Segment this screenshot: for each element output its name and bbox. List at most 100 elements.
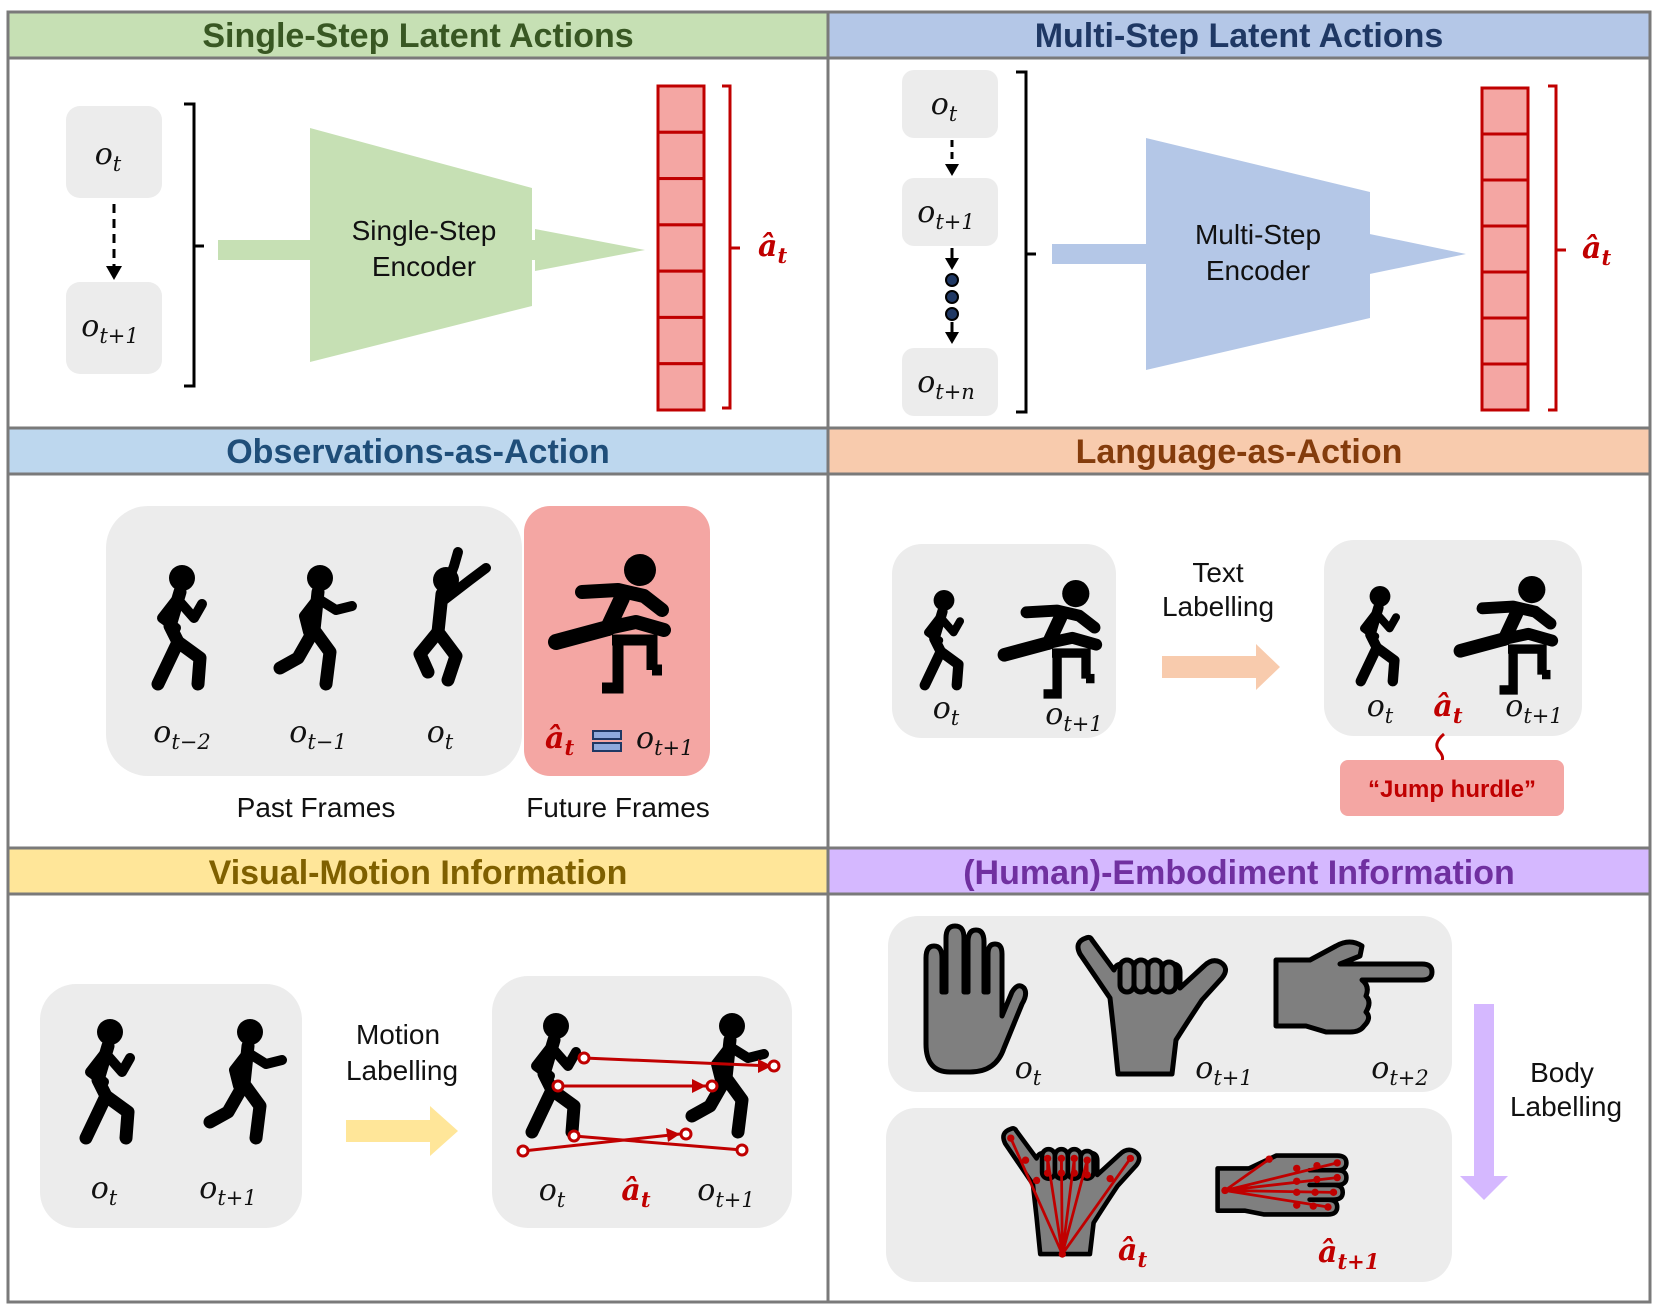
output-at: ât [1582, 231, 1611, 270]
link-squiggle [1435, 732, 1445, 766]
input-box-ot [902, 70, 998, 138]
input-box-otn [902, 348, 998, 416]
var-ot: ot [539, 1173, 566, 1212]
panel-multi-step: ot ot+1 ot+n Multi-Step Encoder ât [902, 70, 1611, 416]
arrow-label-line1: Text [1192, 557, 1244, 588]
encoder-label-line2: Encoder [1206, 255, 1310, 286]
body-labelling-arrow [1460, 1004, 1508, 1200]
arrow-label-line2: Labelling [1162, 591, 1274, 622]
arrowhead [945, 258, 959, 270]
encoder-label-line1: Multi-Step [1195, 219, 1321, 250]
latent-cell [656, 269, 706, 319]
latent-cell [1480, 178, 1530, 228]
language-label: “Jump hurdle” [1368, 776, 1536, 803]
ellipsis-dot [945, 290, 959, 304]
var-ot1: ot+1 [199, 1171, 256, 1210]
single-step-encoder [310, 128, 532, 362]
encoder-label-line2: Encoder [372, 251, 476, 282]
ellipsis-dot [945, 273, 959, 287]
var-ot: ot [1015, 1051, 1042, 1090]
header-observations [8, 428, 828, 474]
arrowhead [945, 164, 959, 176]
past-frames-label: Past Frames [237, 792, 396, 823]
var-ot1: ot+1 [917, 195, 974, 234]
title-single-step: Single-Step Latent Actions [202, 17, 633, 55]
var-ot1: ot+1 [1045, 697, 1102, 736]
bracket [1016, 70, 1036, 414]
title-observations: Observations-as-Action [226, 433, 610, 471]
latent-action-vector [656, 84, 706, 412]
motion-labelling-arrow [346, 1106, 458, 1156]
latent-action-vector [1480, 86, 1530, 412]
var-ot-2: ot−2 [153, 715, 210, 754]
arrow-label-line1: Motion [356, 1019, 440, 1050]
arrowhead [106, 266, 122, 280]
var-ot: ot [931, 87, 958, 126]
latent-cell [656, 84, 706, 134]
equivalence-icon [592, 730, 622, 752]
input-box-ot1 [902, 178, 998, 246]
multi-step-encoder [1146, 138, 1370, 370]
title-multi-step: Multi-Step Latent Actions [1035, 17, 1444, 55]
header-language [828, 428, 1650, 474]
latent-cell [656, 223, 706, 273]
var-at: ât [545, 721, 574, 760]
output-at: ât [758, 229, 787, 268]
latent-cell [656, 315, 706, 366]
panel-grid [6, 10, 1652, 1304]
panel-single-step: ot ot+1 Single-Step Encoder ât [66, 84, 787, 412]
latent-cell [656, 362, 706, 412]
hand-skeleton-2 [1215, 1153, 1349, 1217]
var-at: ât [1118, 1233, 1147, 1272]
bracket [184, 102, 204, 388]
arrowhead [945, 332, 959, 344]
var-otn: ot+n [917, 365, 975, 404]
title-visual-motion: Visual-Motion Information [209, 854, 628, 892]
var-ot: ot [1367, 689, 1394, 728]
var-ot: ot [95, 137, 122, 176]
var-at: ât [1433, 689, 1462, 728]
latent-cell [656, 130, 706, 181]
var-at: ât [621, 1173, 650, 1212]
var-ot: ot [427, 715, 454, 754]
header-single-step [8, 12, 828, 58]
var-ot1: ot+1 [81, 309, 138, 348]
latent-cell [1480, 224, 1530, 274]
input-box-ot1 [66, 282, 162, 374]
var-ot: ot [933, 691, 960, 730]
language-label-box [1340, 760, 1564, 816]
header-multi-step [828, 12, 1650, 58]
panel-observations: ot−2 ot−1 ot ât ot+1 Past Frames Future … [106, 506, 710, 823]
latent-cell [1480, 132, 1530, 182]
var-ot2: ot+2 [1371, 1051, 1428, 1090]
motion-arrowheads [666, 1059, 772, 1142]
var-ot: ot [91, 1171, 118, 1210]
encoder-label-line1: Single-Step [352, 215, 497, 246]
header-embodiment [828, 848, 1650, 894]
latent-cell [656, 177, 706, 227]
latent-cell [1480, 362, 1530, 412]
title-embodiment: (Human)-Embodiment Information [963, 854, 1515, 892]
latent-cell [1480, 270, 1530, 320]
var-ot1: ot+1 [697, 1173, 754, 1212]
header-visual-motion [8, 848, 828, 894]
var-at1: ât+1 [1318, 1235, 1379, 1274]
title-language: Language-as-Action [1076, 433, 1403, 471]
text-labelling-arrow [1162, 644, 1280, 690]
arrow-label-line1: Body [1530, 1057, 1594, 1088]
motion-box [492, 976, 792, 1228]
panel-visual-motion: ot ot+1 Motion Labelling ot ât ot+1 [40, 976, 792, 1228]
arrow-label-line2: Labelling [1510, 1091, 1622, 1122]
ellipsis-dot [945, 307, 959, 321]
motion-keypoints [516, 1051, 781, 1158]
latent-cell [1480, 316, 1530, 366]
var-ot-1: ot−1 [289, 715, 346, 754]
var-ot1: ot+1 [636, 721, 693, 760]
latent-cell [1480, 86, 1530, 136]
arrow-label-line2: Labelling [346, 1055, 458, 1086]
motion-vectors [522, 1056, 773, 1153]
shaka-hand-skeleton [1003, 1128, 1139, 1258]
panel-language: ot ot+1 Text Labelling ot ât ot+1 “Jump … [892, 540, 1582, 816]
var-ot1: ot+1 [1195, 1051, 1252, 1090]
